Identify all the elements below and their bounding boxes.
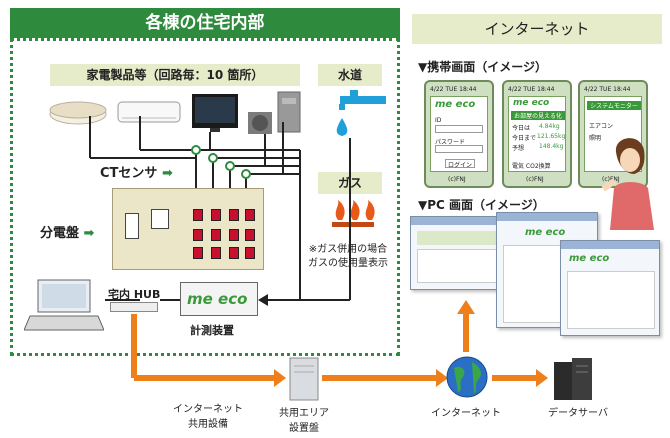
monitor-header: システムモニター — [587, 101, 641, 110]
meter-device: me eco — [180, 282, 258, 316]
login-id-label: ID — [435, 117, 442, 124]
meter-label: 計測装置 — [190, 324, 234, 337]
breaker — [245, 247, 255, 259]
page-content — [567, 271, 655, 329]
browser-bar — [561, 241, 659, 249]
visualization-header: お部屋の見える化 — [511, 111, 565, 120]
phone-brand: (c)FNJ — [602, 176, 620, 183]
login-password-field[interactable] — [435, 145, 483, 153]
ct-sensor-text: CTセンサ — [100, 166, 158, 181]
browser-bar — [411, 217, 515, 225]
breaker — [193, 229, 203, 241]
phone-brand: (c)FNJ — [448, 176, 466, 183]
meeco-logo: me eco — [525, 227, 566, 238]
gas-note-line1: ※ガス併用の場合 — [308, 244, 388, 255]
monitor-row-label: エアコン — [589, 123, 614, 130]
shared-panel-line1: 共用エリア — [279, 408, 329, 419]
mobile-screens-label: ▼携帯画面（イメージ） — [418, 60, 547, 74]
phone-system-monitor: 4/22 TUE 18:44 システムモニター エアコン 照明 (c)FNJ — [578, 80, 648, 188]
breaker — [229, 247, 239, 259]
internet-facility-label: インターネット 共用設備 — [162, 400, 254, 430]
house-interior-title: 各棟の住宅内部 — [10, 8, 400, 38]
breaker — [211, 229, 221, 241]
tv-icon — [192, 94, 238, 132]
phone-login: 4/22 TUE 18:44 me eco ID パスワード ログイン (c)F… — [424, 80, 494, 188]
phone-brand: (c)FNJ — [526, 176, 544, 183]
data-server-icon — [554, 358, 592, 400]
house-interior-frame — [10, 38, 400, 356]
ct-sensor-label: CTセンサ ➡ — [100, 162, 173, 181]
home-hub-label: 宅内 HUB — [108, 288, 161, 301]
panel-text: 分電盤 — [40, 226, 80, 241]
pc-screen-3: me eco — [560, 240, 660, 336]
globe-icon — [446, 356, 488, 398]
appliances-label: 家電製品等（回路毎：10 箇所） — [50, 64, 300, 86]
gas-flame-icon — [332, 200, 375, 227]
login-id-field[interactable] — [435, 125, 483, 133]
internet-title: インターネット — [412, 14, 662, 44]
page-content — [417, 249, 509, 283]
breaker — [193, 209, 203, 221]
usage-row-value: 121.65kg — [537, 133, 566, 140]
arrow-right-icon: ➡ — [83, 226, 95, 241]
phone-visualization: 4/22 TUE 18:44 me eco お部屋の見える化 今日は 4.84k… — [502, 80, 572, 188]
outdoor-unit-icon — [248, 112, 272, 134]
breaker — [245, 209, 255, 221]
sub-breaker — [151, 209, 169, 229]
meeco-logo: me eco — [513, 98, 550, 108]
shared-panel-line2: 設置盤 — [289, 423, 319, 434]
meeco-logo: me eco — [569, 253, 610, 264]
usage-row-label: 今日は — [512, 125, 531, 132]
shared-panel-icon — [289, 357, 319, 401]
phone-screen: me eco お部屋の見える化 今日は 4.84kg 今日まで 121.65kg… — [508, 96, 566, 172]
phone-screen: me eco ID パスワード ログイン — [430, 96, 488, 172]
meeco-logo: me eco — [187, 290, 248, 308]
browser-bar — [497, 213, 597, 221]
faucet-icon — [336, 90, 386, 136]
shared-panel-label: 共用エリア 設置盤 — [264, 404, 344, 434]
internet-facility-line1: インターネット — [173, 404, 243, 415]
phone-status: 4/22 TUE 18:44 — [508, 86, 555, 93]
usage-row-label: 予想 — [512, 145, 525, 152]
usage-row-label: 今日まで — [512, 135, 537, 142]
breaker — [211, 209, 221, 221]
internet-facility-line2: 共用設備 — [188, 419, 228, 430]
appliances-illustration — [49, 91, 301, 134]
data-server-label: データサーバ — [548, 408, 608, 419]
pc-screens-label: ▼PC 画面（イメージ） — [418, 198, 545, 212]
breaker — [193, 247, 203, 259]
laptop-icon — [24, 279, 104, 331]
usage-row-value: 4.84kg — [539, 123, 560, 130]
login-button[interactable]: ログイン — [445, 159, 475, 169]
monitor-row-label: 照明 — [589, 135, 602, 142]
meeco-logo: me eco — [435, 99, 476, 110]
phone-status: 4/22 TUE 18:44 — [430, 86, 477, 93]
internet-label: インターネット — [431, 408, 501, 419]
breaker — [211, 247, 221, 259]
main-breaker — [125, 213, 139, 239]
panel-label: 分電盤 ➡ — [40, 222, 94, 241]
phone-status: 4/22 TUE 18:44 — [584, 86, 631, 93]
distribution-panel — [112, 188, 264, 270]
hub-device — [110, 302, 158, 312]
air-conditioner-icon — [117, 101, 181, 123]
breaker — [229, 209, 239, 221]
usage-row-value: 148.4kg — [539, 143, 564, 150]
arrow-right-icon: ➡ — [161, 166, 173, 181]
ceiling-light-icon — [49, 101, 107, 125]
visualization-footer: 電気 CO2換算 — [512, 163, 551, 170]
water-label: 水道 — [318, 64, 382, 86]
breaker — [229, 229, 239, 241]
gas-note-line2: ガスの使用量表示 — [308, 258, 388, 269]
woman-with-phone-illustration — [601, 138, 654, 230]
login-password-label: パスワード — [435, 139, 466, 146]
page-banner — [417, 231, 509, 245]
breaker — [245, 229, 255, 241]
